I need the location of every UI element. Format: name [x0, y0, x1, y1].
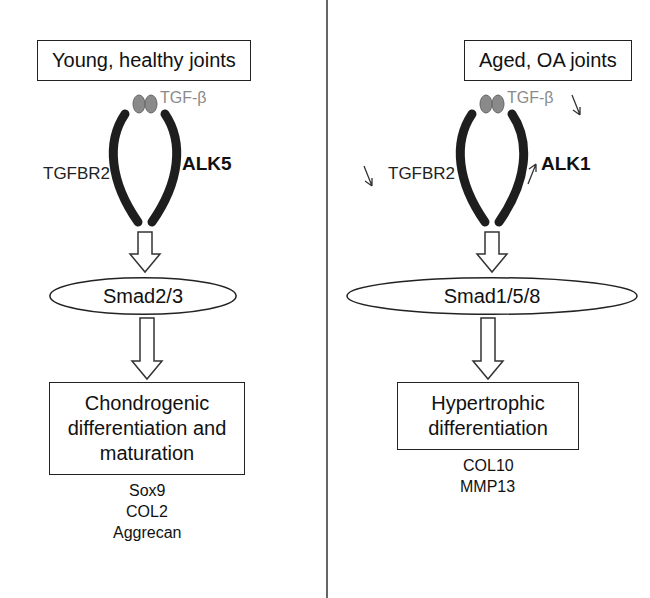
- title-box: Aged, OA joints: [464, 40, 632, 81]
- node-text: Aged, OA joints: [479, 48, 617, 73]
- title-box: Young, healthy joints: [37, 40, 251, 81]
- pathway-ellipse: Smad2/3: [48, 277, 238, 315]
- annotation-label: Aggrecan: [113, 523, 182, 542]
- annotation-label: Sox9: [129, 481, 165, 500]
- annotation-label: COL10: [463, 456, 514, 475]
- annotation-label: COL2: [126, 502, 168, 521]
- node-text: Chondrogenic differentiation and maturat…: [58, 391, 236, 466]
- annotation-label: ALK5: [182, 153, 232, 176]
- receptor-symbol: [113, 95, 176, 222]
- block-arrow: [132, 318, 162, 379]
- annotation-label: TGF-β: [160, 88, 207, 107]
- node-text: Young, healthy joints: [52, 48, 236, 73]
- node-text: Smad1/5/8: [444, 284, 541, 309]
- pathway-ellipse: Smad1/5/8: [344, 277, 640, 315]
- block-arrow: [477, 232, 507, 272]
- annotation-label: TGFBR2: [43, 164, 110, 184]
- annotation-label: MMP13: [460, 477, 515, 496]
- outcome-box: Chondrogenic differentiation and maturat…: [49, 382, 245, 475]
- panel-divider: [326, 0, 328, 598]
- outcome-box: Hypertrophic differentiation: [397, 382, 579, 450]
- block-arrow: [130, 232, 160, 272]
- node-text: Hypertrophic differentiation: [406, 391, 570, 441]
- annotation-label: ALK1: [541, 153, 591, 176]
- node-text: Smad2/3: [103, 284, 183, 309]
- annotation-label: TGFBR2: [388, 164, 455, 184]
- annotation-label: TGF-β: [507, 88, 554, 107]
- block-arrow: [473, 318, 503, 379]
- receptor-symbol: [460, 95, 523, 222]
